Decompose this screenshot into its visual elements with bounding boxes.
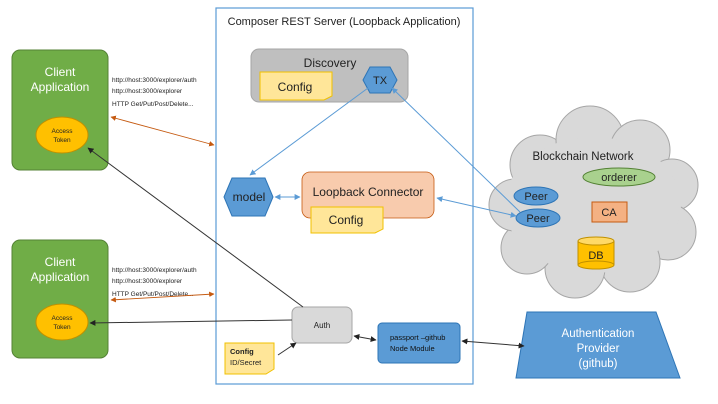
db-cylinder [577,236,615,270]
tx-label: TX [373,75,388,87]
access-token-top-line1: Access [52,128,74,135]
discovery-config-note [259,71,333,101]
peer-label-2: Peer [526,213,550,225]
access-token-bottom [35,303,89,341]
client-top-line2: Application [31,80,90,94]
db-label: DB [588,250,603,262]
model-hexagon [223,177,274,217]
client-top-line1: Client [45,65,76,79]
auth-config-sub: ID/Secret [230,358,262,367]
auth-provider-line1: Authentication [562,328,635,340]
connector-config-note [310,206,384,234]
auth-provider-line3: (github) [579,358,618,370]
client-top-url-2: http://host:3000/explorer [112,88,183,95]
passport-line1: passport –github [390,333,445,342]
discovery-config-label: Config [278,80,313,94]
arrow-auth-to-token-bottom [89,319,293,326]
access-token-bottom-line1: Access [52,315,74,322]
discovery-label: Discovery [304,56,357,70]
auth-box [291,306,353,344]
client-bottom-line1: Client [45,255,76,269]
peer-node-1 [513,186,559,206]
client-bottom-url-1: http://host:3000/explorer/auth [112,267,197,274]
orange-arrow-top [110,115,215,147]
arrow-tx-to-model [249,87,369,176]
passport-module-box [377,322,461,364]
auth-provider-shape [515,311,681,379]
ca-node [591,201,628,223]
arrow-connector-peer [436,196,517,218]
arrow-config-auth [277,342,297,356]
auth-provider-line2: Provider [577,343,620,355]
passport-line2: Node Module [390,344,435,353]
auth-config-title: Config [230,347,254,356]
client-bottom-line2: Application [31,270,90,284]
peer-node-2 [515,208,561,228]
ca-label: CA [601,207,617,219]
loopback-connector-label: Loopback Connector [313,185,424,199]
access-token-bottom-line2: Token [53,324,71,331]
arrow-auth-to-token-top [87,147,304,308]
arrow-peer-to-tx [391,87,521,213]
arrow-auth-passport [353,334,377,342]
peer-label-1: Peer [524,191,548,203]
client-bottom-url-3: HTTP Get/Put/Post/Delete... [112,291,194,298]
orderer-label: orderer [601,172,637,184]
model-label: model [233,190,266,204]
blockchain-title: Blockchain Network [533,151,634,163]
orderer-node [582,167,656,187]
rest-server-title: Composer REST Server (Loopback Applicati… [228,16,461,28]
auth-label: Auth [314,321,330,330]
arrow-passport-provider [461,338,525,349]
access-token-top [35,116,89,154]
access-token-top-line2: Token [53,137,71,144]
client-top-url-3: HTTP Get/Put/Post/Delete... [112,101,194,108]
connector-config-label: Config [329,213,364,227]
tx-hexagon [362,66,398,94]
orange-arrow-bottom [110,291,215,303]
client-top-url-1: http://host:3000/explorer/auth [112,77,197,84]
client-bottom-url-2: http://host:3000/explorer [112,278,183,285]
auth-config-note [224,342,275,375]
